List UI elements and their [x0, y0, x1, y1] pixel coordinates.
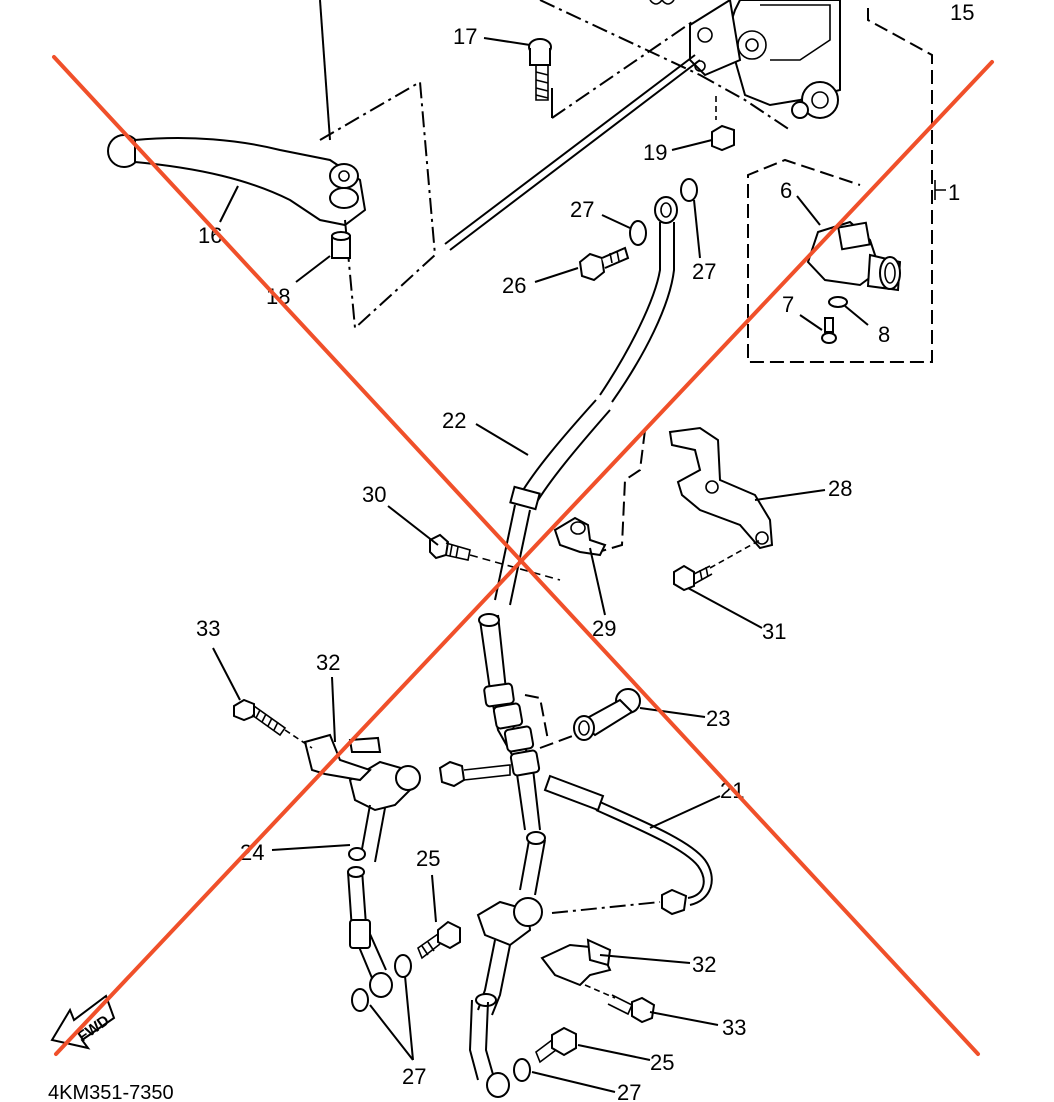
cross-line-a [52, 55, 980, 1056]
washer-27b [680, 178, 698, 202]
callout-29: 29 [592, 616, 616, 641]
callout-25-left: 25 [416, 846, 440, 871]
washer-8 [828, 296, 848, 308]
collar-18 [331, 231, 351, 259]
brake-hose-21 [543, 774, 713, 916]
centerline-b [551, 19, 696, 119]
leader-lines [212, 37, 869, 1093]
figure-code: 4KM351-7350 [48, 1082, 174, 1102]
callout-8: 8 [878, 322, 890, 347]
centerline-a [539, 0, 791, 131]
callout-27-bottom-left: 27 [402, 1064, 426, 1089]
washer-27d [351, 988, 369, 1012]
pushrod-line-2 [444, 54, 696, 245]
washer-27c [394, 954, 412, 978]
pushrod-line [449, 59, 701, 251]
nut-19 [711, 96, 735, 152]
bolt-31 [673, 539, 761, 592]
bolt-33-upper [233, 698, 313, 749]
callout-32-lower: 32 [692, 952, 716, 977]
callout-31: 31 [762, 619, 786, 644]
bolt-17 [528, 38, 552, 101]
brake-hose-lower [478, 613, 541, 831]
clamp-29 [553, 516, 607, 557]
callout-32-upper: 32 [316, 650, 340, 675]
callout-27-top-right: 27 [692, 259, 716, 284]
hose-bracket-28 [668, 426, 774, 550]
brake-hose-upper [494, 196, 678, 606]
callout-labels: 15 17 19 1 6 7 8 16 18 27 26 27 22 28 30… [196, 0, 974, 1102]
callout-1: 1 [948, 180, 960, 205]
callout-17: 17 [453, 24, 477, 49]
union-bolt-mid [438, 760, 511, 788]
callout-7: 7 [782, 292, 794, 317]
callout-27-bottom-right: 27 [617, 1080, 641, 1102]
union-bolt-26 [578, 246, 630, 282]
callout-22: 22 [442, 408, 466, 433]
brake-lever [107, 134, 367, 227]
callout-23: 23 [706, 706, 730, 731]
callout-26: 26 [502, 273, 526, 298]
brake-switch [806, 220, 902, 292]
callout-27-top-left: 27 [570, 197, 594, 222]
bracket-32-lower [540, 938, 612, 987]
lower-caliper-joint [468, 831, 546, 1098]
callout-33-upper: 33 [196, 616, 220, 641]
assembly-1-boundary [747, 8, 933, 363]
washer-27e [513, 1058, 531, 1082]
callout-33-lower: 33 [722, 1015, 746, 1040]
callout-6: 6 [780, 178, 792, 203]
callout-30: 30 [362, 482, 386, 507]
cross-out-overlay [52, 55, 994, 1056]
washer-27a [629, 220, 647, 246]
union-bolt-25a [417, 920, 461, 960]
assembly-1-bracket [934, 180, 946, 200]
spring [649, 0, 675, 5]
screw-7 [821, 317, 837, 344]
bolt-33-lower [584, 984, 656, 1024]
callout-28: 28 [828, 476, 852, 501]
hose-joint-23 [524, 688, 641, 749]
bracket-guide [594, 429, 646, 554]
union-bolt-25b [535, 1026, 577, 1064]
callout-25-bottom: 25 [650, 1050, 674, 1075]
master-cylinder [689, 0, 841, 119]
callout-19: 19 [643, 140, 667, 165]
pivot-leader [319, 0, 331, 141]
callout-15: 15 [950, 0, 974, 25]
cross-line-b [54, 60, 994, 1056]
